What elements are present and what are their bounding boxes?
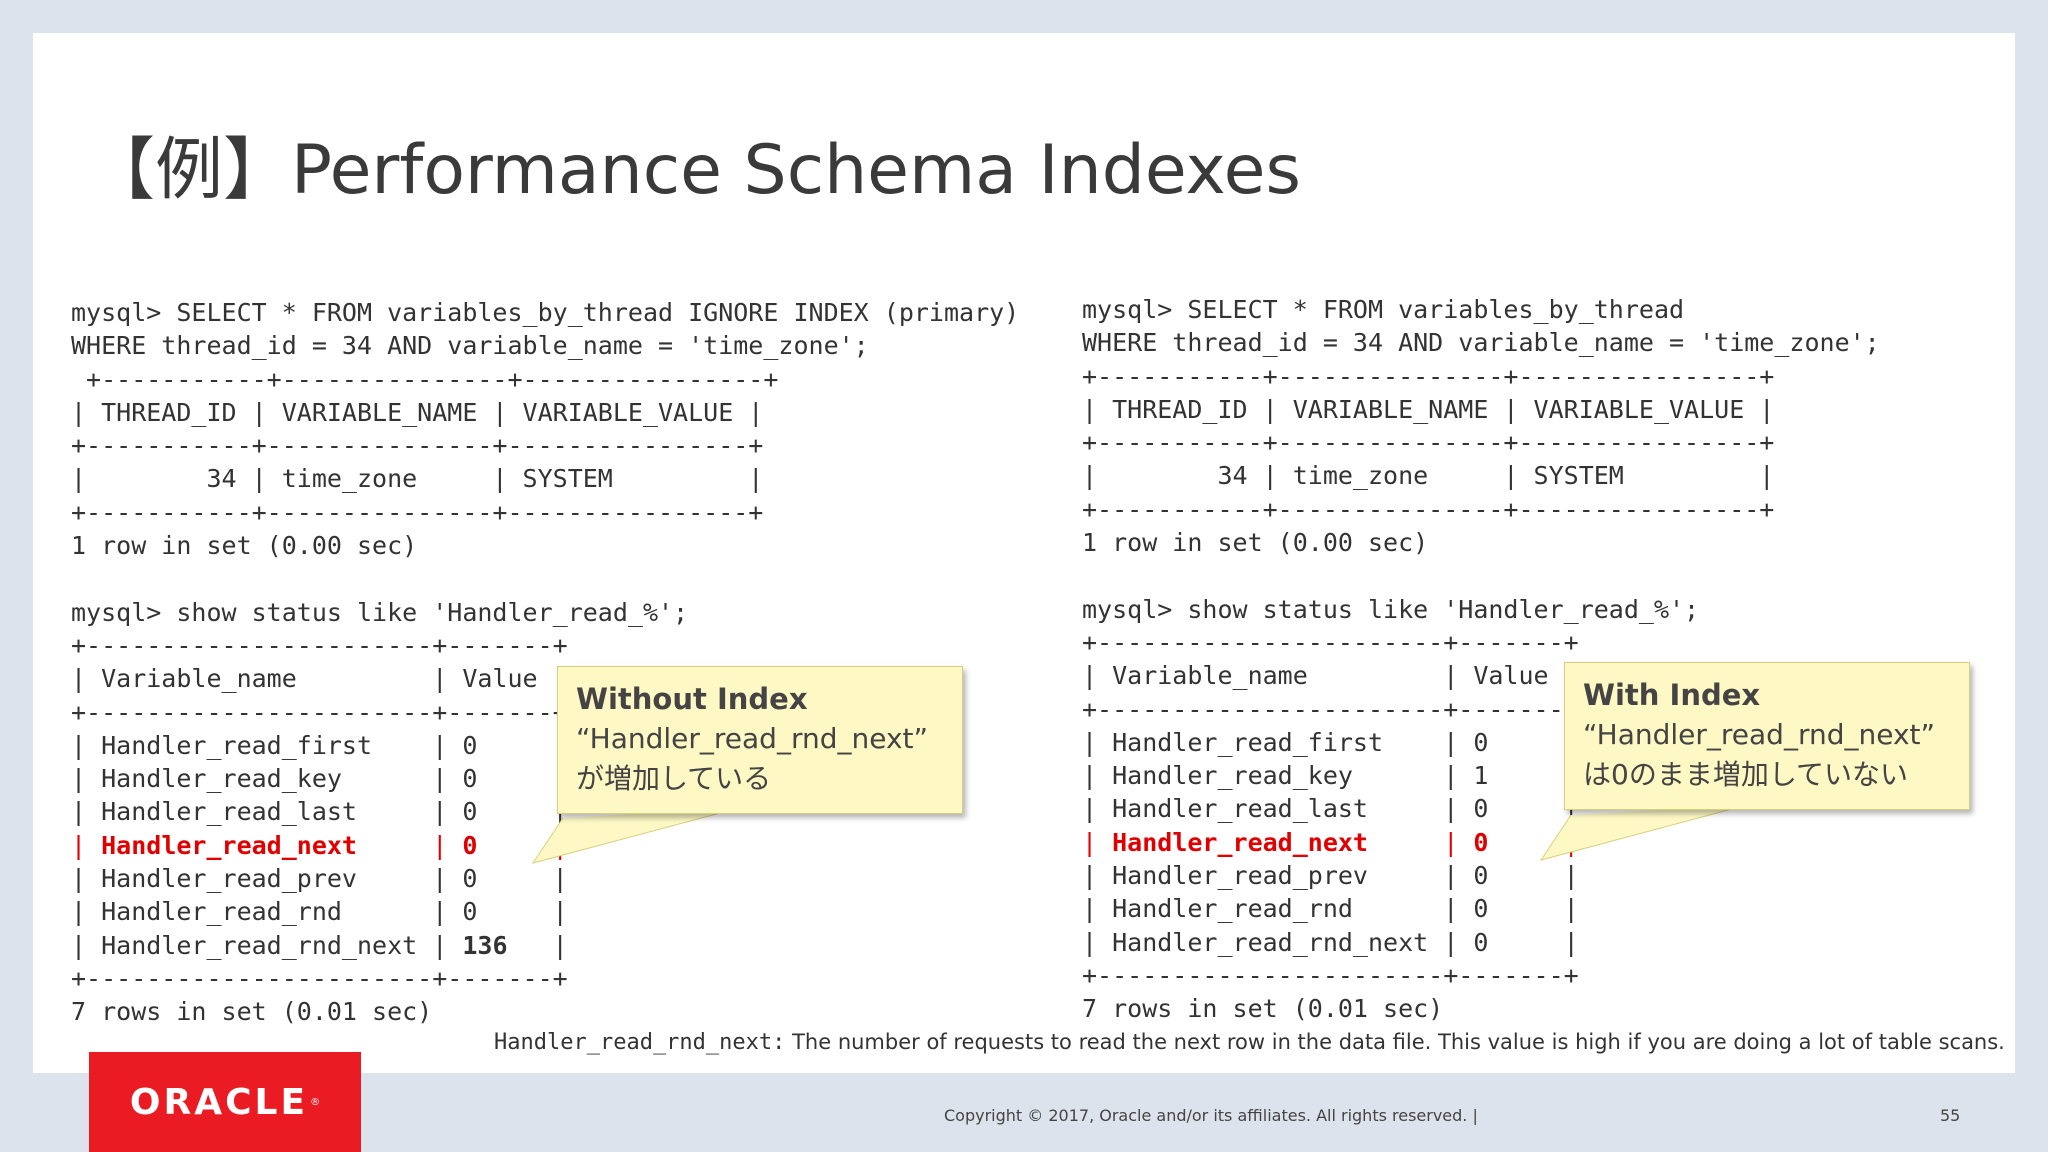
rnd-next-value: 136 (462, 930, 508, 960)
callout-title: Without Index (576, 682, 808, 716)
code-line: | Variable_name | Value | (1082, 661, 1579, 691)
callout-line: “Handler_read_rnd_next” (576, 722, 929, 755)
highlighted-variable: Handler_read_next (101, 830, 357, 860)
code-line: +-----------------------+-------+ (71, 697, 568, 727)
callout-right-pointer (1539, 805, 1748, 861)
code-line: | Handler_read_last | 0 | (71, 797, 568, 827)
code-line: mysql> show status like 'Handler_read_%'… (1082, 594, 1700, 624)
code-line: +-----------+---------------+-----------… (71, 364, 779, 394)
code-line: 1 row in set (0.00 sec) (1082, 528, 1429, 558)
footnote-term: Handler_read_rnd_next: (494, 1030, 786, 1055)
rnd-next-row: | Handler_read_rnd_next | 136 | (71, 929, 1019, 962)
code-line: | Handler_read_first | 0 | (1082, 727, 1579, 757)
slide: 【例】Performance Schema Indexes mysql> SEL… (33, 33, 2015, 1073)
code-line: +-----------+---------------+-----------… (1082, 361, 1775, 391)
highlighted-value: 0 (462, 830, 478, 860)
highlighted-value: 0 (1473, 827, 1489, 857)
right-sql-output: mysql> SELECT * FROM variables_by_thread… (1082, 293, 1880, 1026)
row-border: | (71, 830, 102, 860)
code-line: +-----------------------+-------+ (71, 963, 568, 993)
callout-line: が増加している (576, 762, 772, 795)
footnote-text: The number of requests to read the next … (785, 1030, 2005, 1054)
callout-line: は0のまま増加していない (1583, 758, 1908, 791)
code-line: 1 row in set (0.00 sec) (71, 531, 418, 561)
row-separator: | (1367, 827, 1474, 857)
callout-title: With Index (1583, 678, 1761, 712)
code-line: | 34 | time_zone | SYSTEM | (71, 464, 764, 494)
code-line: mysql> SELECT * FROM variables_by_thread… (71, 298, 1020, 327)
left-sql-output: mysql> SELECT * FROM variables_by_thread… (71, 296, 1019, 1029)
code-line: +-----------------------+-------+ (1082, 694, 1579, 724)
oracle-logo-text: ORACLE (129, 1081, 309, 1123)
code-line: mysql> show status like 'Handler_read_%'… (71, 597, 689, 627)
code-line: | Handler_read_prev | 0 | (71, 864, 568, 894)
code-line: +-----------+---------------+-----------… (71, 431, 764, 461)
oracle-logo: ORACLE ® (89, 1052, 361, 1152)
code-line: WHERE thread_id = 34 AND variable_name =… (71, 331, 869, 361)
slide-title: 【例】Performance Schema Indexes (87, 131, 1301, 210)
code-line: 7 rows in set (0.01 sec) (71, 997, 433, 1027)
code-line: | THREAD_ID | VARIABLE_NAME | VARIABLE_V… (1082, 394, 1775, 424)
code-line: | Handler_read_rnd | 0 | (1082, 894, 1579, 924)
code-line: | Handler_read_key | 0 | (71, 764, 568, 794)
highlighted-row: | Handler_read_next | 0 | (1082, 826, 1880, 859)
highlighted-row: | Handler_read_next | 0 | (71, 829, 1019, 862)
code-line (71, 562, 1019, 595)
code-line: +-----------------------+-------+ (71, 630, 568, 660)
code-line (1082, 559, 1880, 592)
code-line: | Handler_read_rnd | 0 | (71, 897, 568, 927)
footnote: Handler_read_rnd_next: The number of req… (494, 1030, 2005, 1055)
row-border: | (507, 930, 568, 960)
code-line: +-----------------------+-------+ (1082, 627, 1579, 657)
row-border: | (1082, 827, 1113, 857)
callout-line: “Handler_read_rnd_next” (1583, 718, 1936, 751)
code-line: +-----------+---------------+-----------… (1082, 428, 1775, 458)
callout-with-index: With Index “Handler_read_rnd_next” は0のまま… (1564, 662, 1970, 810)
code-line: mysql> SELECT * FROM variables_by_thread (1082, 295, 1685, 324)
code-line: WHERE thread_id = 34 AND variable_name =… (1082, 328, 1880, 358)
code-line: | THREAD_ID | VARIABLE_NAME | VARIABLE_V… (71, 397, 764, 427)
row-separator: | (356, 830, 463, 860)
code-line: +-----------------------+-------+ (1082, 960, 1579, 990)
registered-icon: ® (310, 1096, 321, 1108)
page-number: 55 (1940, 1106, 1961, 1125)
callout-left-pointer (531, 808, 740, 864)
code-line: | Handler_read_rnd_next | 0 | (1082, 927, 1579, 957)
code-line: +-----------+---------------+-----------… (1082, 494, 1775, 524)
code-line: +-----------+---------------+-----------… (71, 497, 764, 527)
callout-without-index: Without Index “Handler_read_rnd_next” が増… (557, 666, 963, 814)
highlighted-variable: Handler_read_next (1112, 827, 1368, 857)
copyright: Copyright © 2017, Oracle and/or its affi… (944, 1106, 1478, 1125)
code-line: | 34 | time_zone | SYSTEM | (1082, 461, 1775, 491)
code-line: | Handler_read_prev | 0 | (1082, 861, 1579, 891)
code-line: 7 rows in set (0.01 sec) (1082, 994, 1444, 1024)
row-label: | Handler_read_rnd_next | (71, 930, 463, 960)
